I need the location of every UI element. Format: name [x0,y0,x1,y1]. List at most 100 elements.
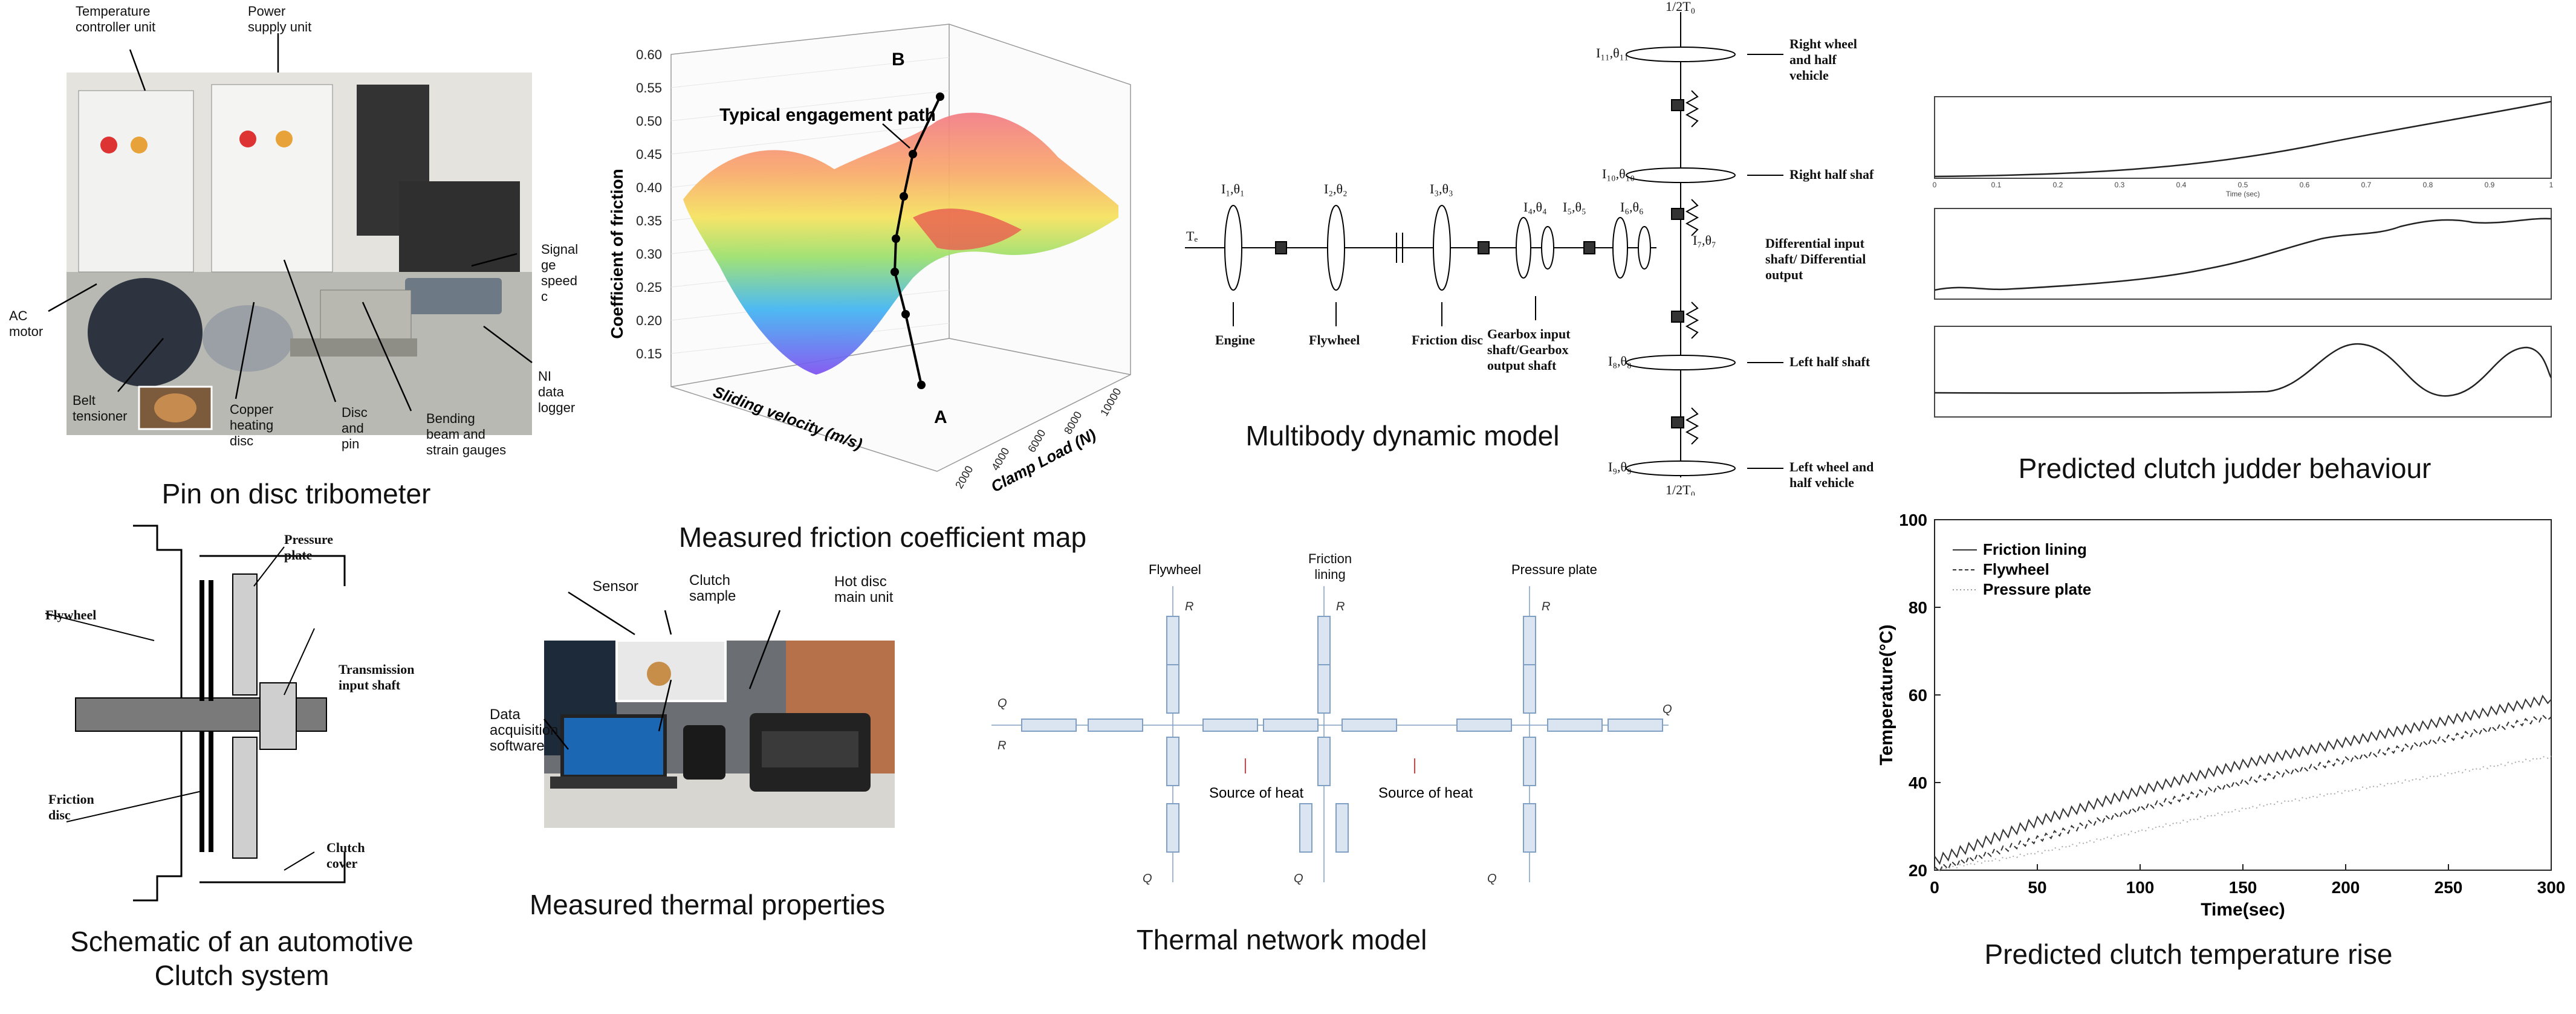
label-belt-tensioner: Belt tensioner [73,393,128,424]
tn-source-heat-1: Source of heat [1209,785,1303,801]
schematic-cover-label: Clutch cover [326,840,365,871]
judder-x-tick: 0.3 [2115,181,2125,189]
y-tick: 10000 [1098,386,1123,418]
legend-flywheel: Flywheel [1983,560,2049,578]
multibody-panel: 1/2T₀ 1/2T₀ Tₑ I₁,θ₁ I₂,θ₂ I₃,θ₃ I₄,θ₄ I… [1185,0,1878,497]
judder-x-tick: 0.5 [2238,181,2248,189]
judder-x-tick: 0.7 [2361,181,2372,189]
tribometer-photo [67,73,532,435]
temp-x-label: Time(sec) [2201,900,2285,920]
z-tick: 0.15 [636,346,662,361]
label-left-wheel: Left wheel and half vehicle [1789,459,1874,490]
point-b-label: B [892,50,905,69]
judder-plots: 0 0.1 0.2 0.3 0.4 0.5 0.6 0.7 0.8 0.9 1 … [1933,96,2554,418]
svg-text:R: R [998,739,1006,752]
judder-x-tick: 0.1 [1991,181,2002,189]
label-power-supply: Power supply unit [248,4,312,34]
caption-schematic: Schematic of an automotive Clutch system [42,925,441,992]
label-copper-disc: Copper heating disc [230,402,274,448]
judder-x-tick: 0.6 [2300,181,2310,189]
thermal-props-panel: Sensor Clutch sample Hot disc main unit … [490,573,919,949]
caption-schematic-line2: Clutch system [154,960,329,991]
inertia-label: I₈,θ₈ [1608,354,1632,369]
tribometer-photo-illustration [67,73,532,435]
inertia-label: I₁,θ₁ [1221,181,1245,196]
judder-x-tick: 0.9 [2485,181,2495,189]
multibody-diagram: 1/2T₀ 1/2T₀ Tₑ I₁,θ₁ I₂,θ₂ I₃,θ₃ I₄,θ₄ I… [1185,0,1878,497]
z-tick: 0.45 [636,147,662,162]
judder-velocity-curve [1934,218,2552,291]
label-temp-controller: Temperature controller unit [76,4,156,34]
caption-thermal-network: Thermal network model [1136,924,1427,955]
friction-map-plot: Typical engagement path B A 0.60 0.55 0.… [608,24,1131,496]
judder-x-tick: 0 [1933,181,1937,189]
judder-x-tick: 0.2 [2053,181,2063,189]
label-sensor: Sensor [592,578,639,595]
thermal-resistors [1021,616,1663,853]
caption-tribometer: Pin on disc tribometer [161,478,431,509]
friction-surface [683,112,1118,375]
temp-y-label: Temperature(°C) [1877,624,1896,765]
tribometer-leaders [48,33,533,412]
z-axis-label: Coefficient of friction [608,169,626,339]
inertia-label: I₁₀,θ₁₀ [1602,166,1635,181]
x-tick-label: 250 [2435,878,2463,897]
label-flywheel: Flywheel [1309,332,1360,347]
tribometer-panel: Temperature controller unit Power supply… [0,0,580,520]
z-tick: 0.30 [636,247,662,262]
x-tick-label: 100 [2126,878,2155,897]
series-line-friction-lining [1934,694,2552,865]
label-friction-disc: Friction disc [1412,332,1483,347]
clutch-schematic [45,525,346,902]
x-tick-label: 0 [1930,878,1939,897]
label-ac-motor: AC motor [9,308,44,339]
svg-text:Q: Q [1143,872,1152,885]
engagement-path-label: Typical engagement path [719,105,936,125]
inertia-label: I₁₁,θ₁₁ [1596,45,1629,60]
label-bending-beam: Bending beam and strain gauges [426,411,507,457]
svg-text:Q: Q [998,697,1007,710]
x-tick-label: 50 [2028,878,2046,897]
label-signal-gen: Signal ge speed c [541,242,579,304]
x-tick-label: 300 [2537,878,2566,897]
judder-x-tick: 0.4 [2176,181,2187,189]
inertia-label: I₄,θ₄ [1523,199,1547,215]
inertia-label: I₉,θ₉ [1608,459,1632,474]
judder-x-tick: 0.8 [2423,181,2433,189]
label-engine: Engine [1215,332,1255,347]
z-tick: 0.20 [636,313,662,328]
y-tick: 2000 [953,463,975,491]
judder-x-label: Time (sec) [2226,190,2260,198]
label-right-half-shaft: Right half shaft [1789,167,1874,182]
schematic-panel: Flywheel Flywheel Pressure plate Transmi… [0,514,484,1014]
schematic-pressure-plate-label: Pressure plate [284,532,334,563]
caption-judder: Predicted clutch judder behaviour [2018,453,2432,484]
caption-multibody: Multibody dynamic model [1245,420,1560,451]
thermal-props-leaders [543,591,781,750]
point-a-label: A [934,407,947,427]
caption-thermal-props: Measured thermal properties [529,889,886,920]
judder-panel: 0 0.1 0.2 0.3 0.4 0.5 0.6 0.7 0.8 0.9 1 … [1892,0,2576,496]
temp-plot-area [1934,519,2552,871]
inertia-label: I₃,θ₃ [1430,181,1453,196]
legend-friction-lining: Friction lining [1983,540,2087,558]
caption-friction-map: Measured friction coefficient map [678,522,1087,553]
svg-text:Q: Q [1487,872,1497,885]
svg-text:R: R [1542,600,1550,613]
multibody-top-torque: 1/2T₀ [1666,0,1695,14]
z-tick: 0.25 [636,280,662,295]
label-disc-pin: Disc and pin [342,405,368,451]
temp-legend: Friction lining Flywheel Pressure plate [1953,540,2091,598]
z-tick: 0.60 [636,47,662,62]
z-tick: 0.50 [636,114,662,129]
label-daq: Data acquisition software [490,706,559,754]
label-right-wheel: Right wheel and half vehicle [1789,36,1857,83]
caption-temperature: Predicted clutch temperature rise [1984,938,2393,970]
schematic-friction-disc-label: Friction disc [48,792,94,822]
thermal-props-illustration [544,641,895,828]
thermal-props-photo [544,641,895,828]
